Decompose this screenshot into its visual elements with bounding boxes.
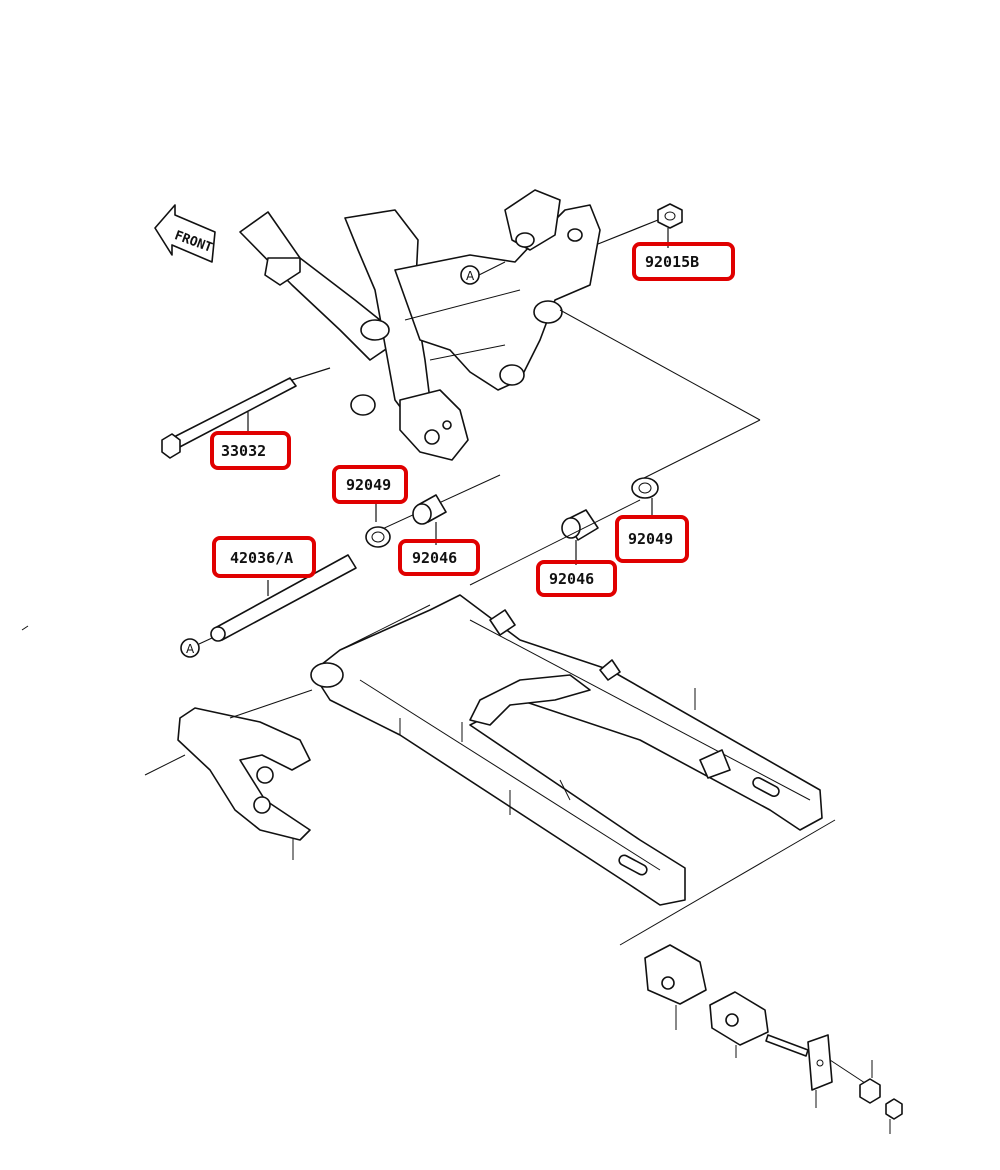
pivot-shaft-33032	[161, 367, 331, 459]
ref-marker-a-bottom: A	[180, 637, 213, 658]
pivot-pipe-42036a	[210, 554, 357, 642]
nut-92015b	[597, 203, 683, 248]
part-number-33032: 33032	[221, 442, 266, 460]
part-number-92049-right: 92049	[628, 530, 673, 548]
bushing-92046-right	[561, 509, 599, 565]
part-number-92015b: 92015B	[645, 253, 699, 271]
collar-92049-left	[365, 500, 391, 548]
part-number-92046-right: 92046	[549, 570, 594, 588]
callout-92046-right: 92046	[536, 560, 617, 597]
callout-33032: 33032	[210, 431, 291, 470]
part-number-42036a: 42036/A	[230, 549, 293, 567]
part-number-92046-left: 92046	[412, 549, 457, 567]
part-number-92049-left: 92049	[346, 476, 391, 494]
frame-assembly	[239, 189, 601, 461]
ref-marker-a-bottom-label: A	[186, 642, 195, 656]
collar-92049-right	[631, 477, 659, 518]
callout-42036a: 42036/A	[212, 536, 316, 578]
chain-guide	[144, 689, 313, 860]
ref-marker-a-top-label: A	[466, 269, 475, 283]
swingarm	[310, 594, 823, 906]
chain-adjuster-assembly	[619, 819, 903, 1134]
callout-92049-left: 92049	[332, 465, 408, 504]
ref-marker-a-top: A	[460, 261, 506, 285]
callout-92049-right: 92049	[615, 515, 689, 563]
callout-92015b: 92015B	[632, 242, 735, 281]
bushing-92046-left	[412, 494, 447, 545]
callout-92046-left: 92046	[398, 539, 480, 576]
front-arrow-icon: FRONT	[154, 204, 216, 263]
